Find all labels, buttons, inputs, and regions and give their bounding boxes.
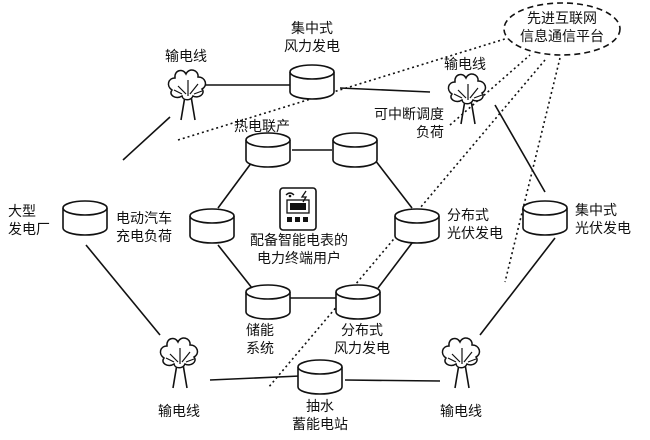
central-wind-label: 集中式 风力发电 <box>284 21 340 55</box>
inner-ring-connections <box>217 149 413 299</box>
line-label-top-left: 输电线 <box>165 49 207 65</box>
platform-label: 先进互联网 信息通信平台 <box>520 11 604 45</box>
storage-node <box>245 284 291 320</box>
pumped-storage-label: 抽水 蓄能电站 <box>292 399 348 433</box>
outer-connections <box>85 84 556 382</box>
interruptible-label: 可中断调度 负荷 <box>374 107 444 141</box>
central-pv-label: 集中式 光伏发电 <box>575 203 631 237</box>
distributed-pv-label: 分布式 光伏发电 <box>447 208 503 242</box>
platform-cloud <box>503 2 621 56</box>
chp-label: 热电联产 <box>234 119 290 135</box>
storage-label: 储能 系统 <box>246 323 274 357</box>
distributed-wind-node <box>335 284 381 320</box>
line-label-top-right: 输电线 <box>444 57 486 73</box>
chp-node <box>245 132 291 168</box>
big-plant-node <box>62 200 108 236</box>
central-pv-node <box>522 200 568 236</box>
tower-bottom-left-icon <box>159 337 199 389</box>
ev-charging-node <box>189 208 235 244</box>
distributed-pv-node <box>394 208 440 244</box>
smart-meter-icon <box>279 187 317 231</box>
ev-label: 电动汽车 充电负荷 <box>116 211 172 245</box>
tower-bottom-right-icon <box>441 337 481 389</box>
distributed-wind-label: 分布式 风力发电 <box>334 323 390 357</box>
central-wind-node <box>289 64 335 100</box>
big-plant-label: 大型 发电厂 <box>8 204 50 238</box>
line-label-bottom-left: 输电线 <box>158 404 200 420</box>
tower-top-right-icon <box>447 73 487 125</box>
line-label-bottom-right: 输电线 <box>440 404 482 420</box>
smart-user-label: 配备智能电表的 电力终端用户 <box>250 233 348 267</box>
tower-top-left-icon <box>167 69 207 121</box>
communication-links <box>177 37 561 389</box>
pumped-storage-node <box>297 359 343 395</box>
